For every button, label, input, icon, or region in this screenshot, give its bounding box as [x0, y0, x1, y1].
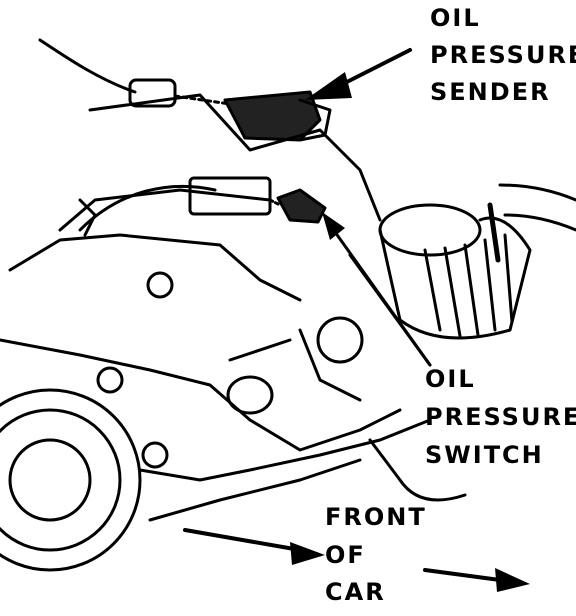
pulley	[0, 388, 142, 572]
sender-label-line2: PRESSURE	[430, 41, 576, 69]
sender-wire	[38, 38, 137, 94]
switch-label-line2: PRESSURE	[425, 403, 576, 431]
front-leader-line	[368, 438, 467, 502]
switch-label-line1: OIL	[425, 365, 476, 393]
front-arrow-shaft-1	[183, 528, 302, 552]
oil-filter	[378, 202, 532, 340]
sender-label-line1: OIL	[430, 4, 481, 32]
oil-pressure-sender-body	[223, 90, 332, 142]
front-label-line3: CAR	[325, 578, 386, 606]
oil-pressure-switch-body	[276, 188, 327, 224]
sender-label-line3: SENDER	[430, 78, 551, 106]
switch-connector	[188, 176, 272, 216]
sender-arrowhead	[305, 72, 352, 100]
front-arrow-shaft-2	[423, 568, 502, 582]
front-arrowhead-1	[290, 542, 325, 565]
sender-connector	[128, 78, 177, 108]
front-label-line2: OF	[325, 541, 366, 569]
switch-arrow-shaft-2	[348, 253, 432, 367]
front-arrowhead-2	[495, 568, 530, 592]
front-label-line1: FRONT	[325, 503, 427, 531]
switch-arrowhead-1	[322, 212, 345, 240]
engine-block-upper	[88, 93, 382, 222]
switch-label-line3: SWITCH	[425, 441, 544, 469]
